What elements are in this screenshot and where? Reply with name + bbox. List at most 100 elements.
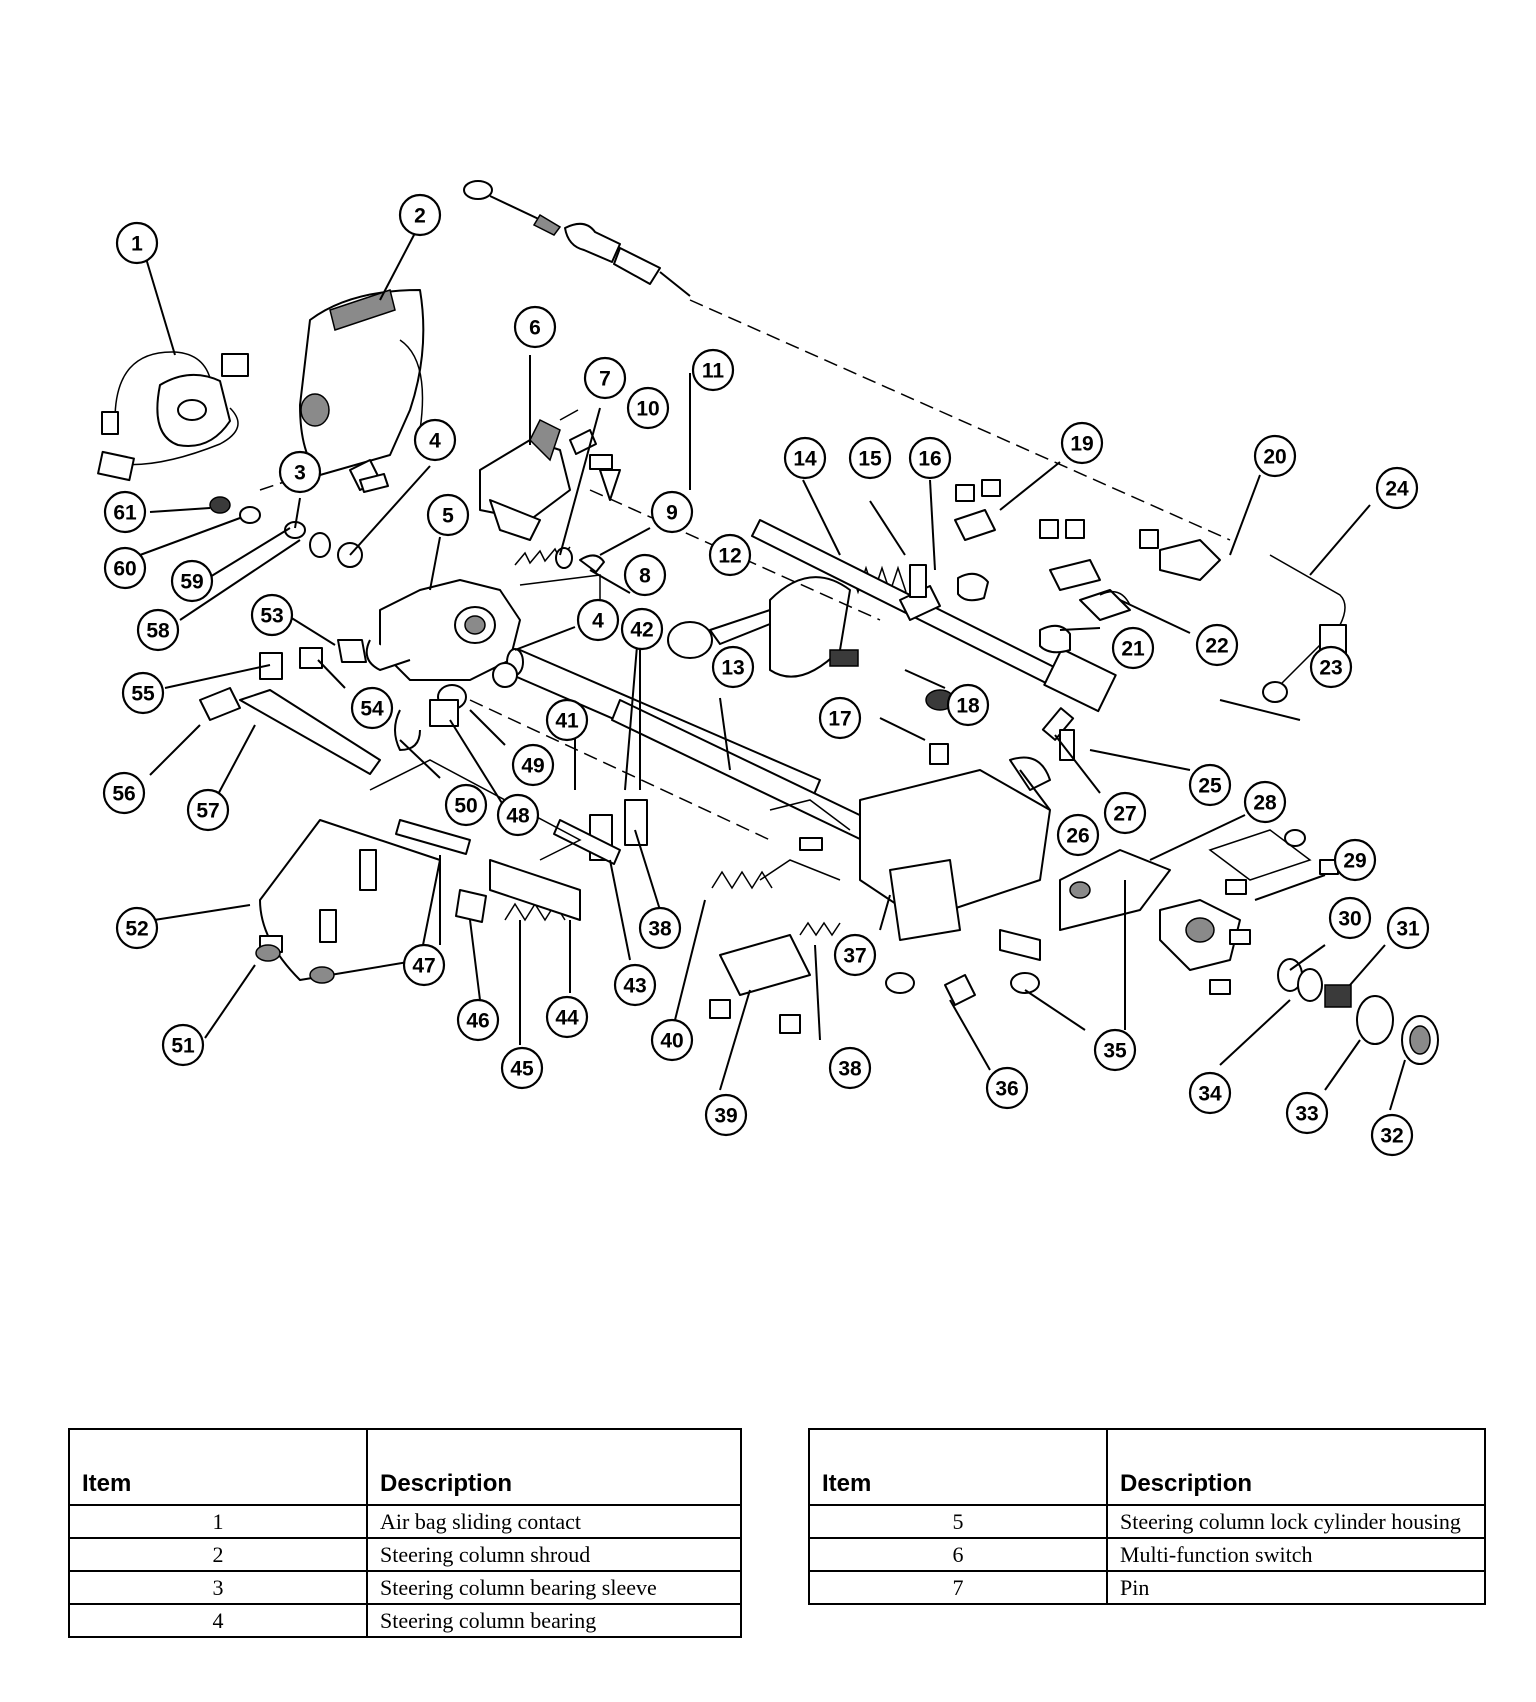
callout-number: 58 <box>146 620 170 643</box>
callout-45: 45 <box>500 1046 544 1090</box>
callout-number: 24 <box>1385 478 1409 501</box>
callout-circle <box>620 607 664 651</box>
callout-8: 8 <box>623 553 667 597</box>
callout-56: 56 <box>102 771 146 815</box>
callout-number: 57 <box>196 800 219 823</box>
callout-number: 25 <box>1198 775 1222 798</box>
air-bag-sliding-contact <box>97 351 249 482</box>
item-description: Air bag sliding contact <box>366 1504 742 1539</box>
callout-number: 13 <box>721 657 744 680</box>
callout-number: 14 <box>793 448 817 471</box>
callout-circle <box>513 305 557 349</box>
callout-4: 4 <box>576 598 620 642</box>
callout-number: 29 <box>1343 850 1366 873</box>
callout-number: 27 <box>1113 803 1136 826</box>
callout-15: 15 <box>848 436 892 480</box>
callout-number: 37 <box>843 945 866 968</box>
callout-circle <box>818 696 862 740</box>
callout-number: 48 <box>506 805 530 828</box>
callout-circle <box>626 386 670 430</box>
table-header-row: Item Description <box>68 1428 742 1506</box>
callout-circle <box>638 906 682 950</box>
callout-circle <box>1243 780 1287 824</box>
callout-circle <box>908 436 952 480</box>
callout-number: 12 <box>718 545 741 568</box>
table-row: 6 Multi-function switch <box>808 1537 1486 1572</box>
callout-circle <box>115 906 159 950</box>
lower-housing <box>859 769 1171 961</box>
multi-function-switch <box>479 418 571 541</box>
item-number: 7 <box>808 1570 1108 1605</box>
callout-number: 1 <box>131 233 143 256</box>
callout-50: 50 <box>444 783 488 827</box>
callout-circle <box>545 995 589 1039</box>
callout-circle <box>623 553 667 597</box>
table-row: 7 Pin <box>808 1570 1486 1605</box>
callout-circle <box>398 193 442 237</box>
table-header-row: Item Description <box>808 1428 1486 1506</box>
callout-29: 29 <box>1333 838 1377 882</box>
callout-30: 30 <box>1328 896 1372 940</box>
callout-circle <box>1188 1071 1232 1115</box>
lever <box>667 576 859 678</box>
callout-circle <box>650 490 694 534</box>
callout-60: 60 <box>103 546 147 590</box>
callout-25: 25 <box>1188 763 1232 807</box>
callout-number: 15 <box>858 448 882 471</box>
callout-number: 55 <box>131 683 155 706</box>
item-description: Multi-function switch <box>1106 1537 1486 1572</box>
callout-circle <box>708 533 752 577</box>
callout-number: 17 <box>828 708 851 731</box>
item-number: 6 <box>808 1537 1108 1572</box>
callout-57: 57 <box>186 788 230 832</box>
callout-circle <box>1060 421 1104 465</box>
lower-cover <box>255 819 441 984</box>
callout-number: 3 <box>294 462 306 485</box>
callout-number: 18 <box>956 695 980 718</box>
callout-number: 26 <box>1066 825 1089 848</box>
callout-circle <box>1195 623 1239 667</box>
callout-55: 55 <box>121 671 165 715</box>
callout-9: 9 <box>650 490 694 534</box>
callout-circle <box>1386 906 1430 950</box>
callout-number: 22 <box>1205 635 1228 658</box>
callout-number: 51 <box>171 1035 195 1058</box>
callout-circle <box>511 743 555 787</box>
callout-number: 38 <box>838 1058 862 1081</box>
callout-circle <box>828 1046 872 1090</box>
callout-number: 49 <box>521 755 544 778</box>
callout-circle <box>350 686 394 730</box>
callout-52: 52 <box>115 906 159 950</box>
module-39 <box>709 934 811 1034</box>
callout-5: 5 <box>426 493 470 537</box>
callout-number: 38 <box>648 918 672 941</box>
callout-48: 48 <box>496 793 540 837</box>
callout-39: 39 <box>704 1093 748 1137</box>
item-number: 3 <box>68 1570 368 1605</box>
callout-circle <box>1111 626 1155 670</box>
callout-number: 16 <box>918 448 941 471</box>
callout-16: 16 <box>908 436 952 480</box>
callout-number: 54 <box>360 698 384 721</box>
callout-circle <box>136 608 180 652</box>
callout-4: 4 <box>413 418 457 462</box>
callout-2: 2 <box>398 193 442 237</box>
end-parts <box>1159 899 1439 1065</box>
callout-circle <box>650 1018 694 1062</box>
callout-22: 22 <box>1195 623 1239 667</box>
callout-circle <box>456 998 500 1042</box>
callout-12: 12 <box>708 533 752 577</box>
callout-34: 34 <box>1188 1071 1232 1115</box>
callout-number: 34 <box>1198 1083 1222 1106</box>
item-description: Steering column bearing <box>366 1603 742 1638</box>
callout-54: 54 <box>350 686 394 730</box>
callout-circle <box>496 793 540 837</box>
upper-shaft <box>751 519 1117 713</box>
callout-36: 36 <box>985 1066 1029 1110</box>
callout-number: 30 <box>1338 908 1361 931</box>
callout-number: 39 <box>714 1105 737 1128</box>
callout-circle <box>1253 434 1297 478</box>
callout-6: 6 <box>513 305 557 349</box>
